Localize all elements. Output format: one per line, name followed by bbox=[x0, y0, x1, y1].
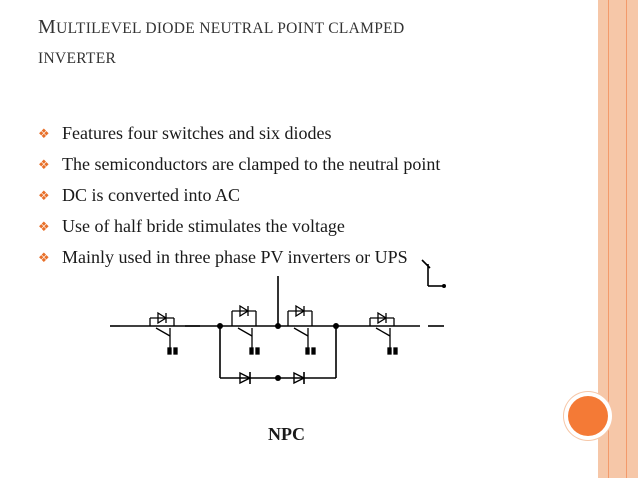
igbt-switch-icon bbox=[369, 311, 398, 355]
bullet-icon: ❖ bbox=[38, 156, 50, 172]
right-bar-line bbox=[608, 0, 609, 478]
bullet-icon: ❖ bbox=[38, 249, 50, 265]
right-decorative-bar bbox=[598, 0, 638, 478]
npc-circuit-diagram bbox=[110, 259, 446, 385]
right-bar-line bbox=[626, 0, 627, 478]
bullet-list: ❖ Features four switches and six diodes ❖… bbox=[38, 118, 440, 273]
bullet-icon: ❖ bbox=[38, 218, 50, 234]
bullet-item: ❖ Mainly used in three phase PV inverters… bbox=[38, 242, 440, 273]
bullet-text: Mainly used in three phase PV inverters … bbox=[62, 247, 408, 267]
title-line2: INVERTER bbox=[38, 50, 117, 67]
bullet-text: Use of half bride stimulates the voltage bbox=[62, 216, 345, 236]
slide-title: MULTILEVEL DIODE NEUTRAL POINT CLAMPED I… bbox=[38, 12, 578, 74]
bullet-item: ❖ The semiconductors are clamped to the n… bbox=[38, 149, 440, 180]
decorative-orange-circle bbox=[568, 396, 608, 436]
bullet-text: The semiconductors are clamped to the ne… bbox=[62, 154, 441, 174]
bullet-text: Features four switches and six diodes bbox=[62, 123, 332, 143]
diagram-caption: NPC bbox=[268, 424, 305, 444]
bullet-item: ❖ Use of half bride stimulates the voltag… bbox=[38, 211, 440, 242]
bullet-item: ❖ Features four switches and six diodes bbox=[38, 118, 440, 149]
title-line1-rest: ULTILEVEL DIODE NEUTRAL POINT CLAMPED bbox=[56, 20, 405, 37]
bullet-icon: ❖ bbox=[38, 125, 50, 141]
clamp-diode-icon bbox=[293, 371, 306, 385]
bullet-item: ❖ DC is converted into AC bbox=[38, 180, 440, 211]
bullet-text: DC is converted into AC bbox=[62, 185, 240, 205]
igbt-switch-icon bbox=[231, 304, 260, 355]
igbt-switch-icon bbox=[149, 311, 178, 355]
title-initial: M bbox=[38, 16, 57, 38]
igbt-switch-icon bbox=[287, 304, 316, 355]
bullet-icon: ❖ bbox=[38, 187, 50, 203]
clamp-diode-icon bbox=[239, 371, 252, 385]
